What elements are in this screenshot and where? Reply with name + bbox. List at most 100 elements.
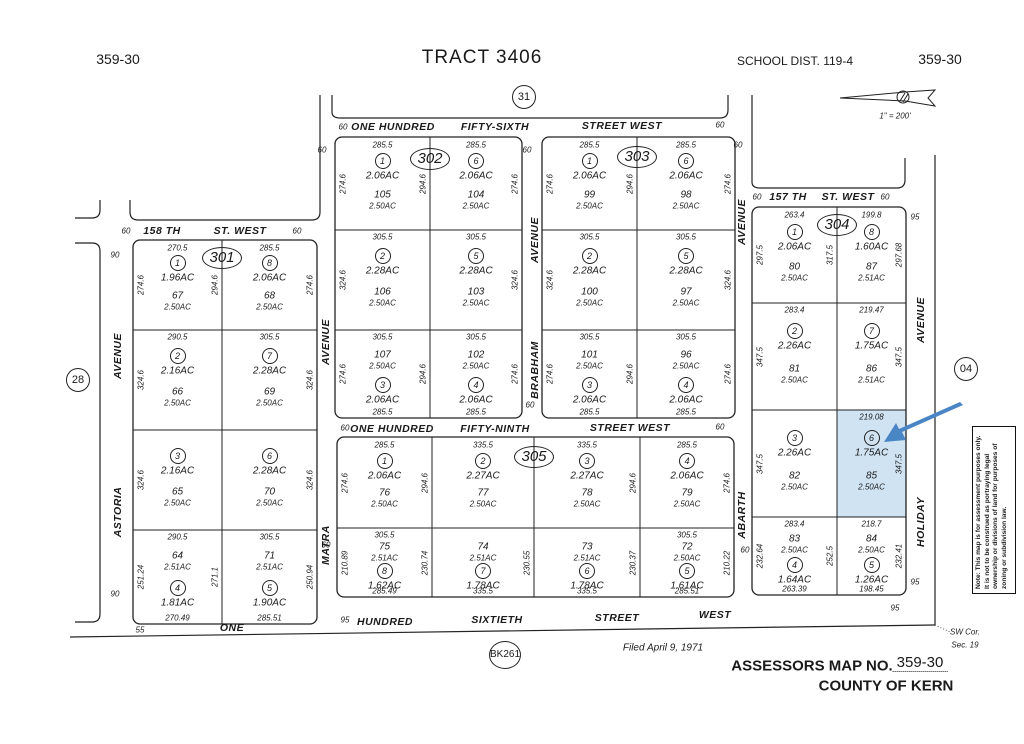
parcel-acreage: 2.50AC [371, 499, 398, 509]
parcel-acreage: 2.50AC [781, 375, 808, 385]
dimension-label: 305.5 [675, 232, 697, 242]
dimension-label: 271.1 [210, 566, 220, 588]
road-width-label: 60 [733, 140, 743, 150]
parcel-number: 102 [467, 349, 485, 361]
lot-number: 5 [678, 248, 694, 264]
parcel-acreage: 2.50AC [469, 499, 497, 509]
street-label: STREET [594, 612, 640, 624]
lot-number: 3 [374, 376, 391, 393]
dimension-label: 210.89 [340, 550, 350, 575]
parcel-number: 85 [865, 470, 878, 482]
parcel-acreage: 2.50AC [256, 302, 283, 312]
book-ref: BK261 [489, 641, 521, 669]
dimension-label: 347.5 [894, 346, 904, 367]
parcel-acreage: 2.50AC [781, 545, 808, 555]
dimension-label: 274.6 [545, 173, 555, 194]
parcel-acreage: 2.50AC [462, 201, 490, 211]
parcel-number: 68 [263, 290, 276, 302]
road-width-label: 60 [338, 122, 348, 132]
parcel-number: 78 [581, 487, 593, 499]
lot-number: 2 [581, 248, 598, 264]
parcel-number: 106 [374, 286, 391, 298]
lot-number: 1 [374, 153, 391, 170]
street-label: ST. WEST [821, 191, 875, 203]
road-width-label: 60 [880, 192, 890, 202]
parcel-number: 86 [865, 363, 878, 375]
lot-number: 5 [468, 248, 484, 264]
parcel-number: 101 [581, 349, 598, 361]
dimension-label: 218.7 [861, 519, 882, 529]
road-width-label: 90 [110, 250, 120, 260]
street-label: ONE HUNDRED [350, 423, 434, 435]
road-width-label: 60 [340, 423, 350, 433]
road-outline-top [331, 95, 729, 119]
dimension-label: 285.5 [465, 140, 487, 150]
dimension-label: 285.51 [674, 586, 700, 596]
dimension-label: 274.6 [510, 363, 520, 385]
dimension-label: 274.6 [305, 274, 315, 296]
parcel-acreage: 2.50AC [576, 201, 603, 211]
lot-acreage: 2.27AC [570, 470, 604, 482]
parcel-number: 103 [467, 286, 485, 298]
parcel-number: 96 [680, 349, 692, 361]
parcel-acreage: 2.50AC [164, 498, 191, 508]
road-outline-abarth [751, 95, 906, 189]
dimension-label: 305.5 [465, 332, 487, 342]
parcel-acreage: 2.50AC [369, 298, 396, 308]
dimension-label: 199.8 [861, 210, 882, 220]
parcel-number: 74 [477, 541, 489, 553]
parcel-number: 84 [865, 533, 878, 545]
scale-label: 1" = 200' [879, 111, 911, 121]
dimension-label: 324.6 [545, 269, 555, 291]
pointer-arrow [884, 402, 963, 442]
dimension-label: 283.4 [784, 519, 805, 529]
dimension-label: 294.6 [420, 472, 430, 493]
lot-number: 2 [169, 348, 186, 364]
dimension-label: 305.5 [374, 530, 395, 540]
block-number: 304 [817, 214, 857, 236]
dimension-label: 232.64 [755, 543, 765, 569]
lot-acreage: 2.06AC [670, 470, 704, 482]
lot-acreage: 2.26AC [777, 447, 812, 459]
avenue-label: AVENUE [320, 319, 332, 365]
parcel-number: 69 [263, 386, 276, 398]
dimension-label: 274.6 [510, 173, 520, 194]
road-width-label: 60 [715, 422, 725, 432]
parcel-acreage: 2.50AC [781, 273, 808, 283]
street-label: STREET WEST [581, 120, 663, 132]
dimension-label: 294.6 [210, 274, 220, 296]
lot-acreage: 2.28AC [669, 265, 703, 277]
parcel-number: 77 [477, 487, 489, 499]
parcel-number: 65 [171, 486, 184, 498]
parcel-number: 81 [788, 363, 801, 375]
avenue-label: AVENUE [112, 333, 124, 379]
parcel-number: 105 [374, 189, 391, 201]
dimension-label: 274.6 [136, 274, 146, 296]
dimension-label: 219.47 [859, 305, 884, 315]
assessors-map-number: 359-30 [892, 654, 948, 672]
dimension-label: 285.5 [372, 407, 393, 417]
parcel-number: 70 [263, 486, 276, 498]
dimension-label: 324.6 [510, 269, 520, 291]
parcel-acreage: 2.51AC [573, 553, 601, 563]
lot-number: 3 [581, 376, 598, 393]
dimension-label: 305.5 [579, 232, 600, 242]
block-number: 305 [514, 446, 554, 468]
dimension-label: 274.6 [723, 363, 733, 385]
map-ref-left: 359-30 [96, 51, 140, 67]
parcel-acreage: 2.51AC [469, 553, 497, 563]
block-number: 301 [202, 247, 242, 269]
parcel-number: 67 [171, 290, 184, 302]
parcel-number: 79 [681, 487, 693, 499]
dimension-label: 274.6 [723, 173, 733, 194]
lot-acreage: 1.26AC [854, 574, 889, 586]
dimension-label: 324.6 [305, 369, 315, 391]
adjoining-map-ref-left: 28 [66, 368, 90, 392]
parcel-acreage: 2.50AC [256, 398, 283, 408]
parcel-acreage: 2.50AC [164, 302, 191, 312]
lot-number: 1 [786, 223, 803, 240]
sw-corner-label: SW Cor. [950, 627, 980, 637]
lot-number: 4 [679, 452, 695, 469]
lot-number: 1 [169, 255, 186, 272]
lot-acreage: 2.26AC [777, 340, 812, 352]
